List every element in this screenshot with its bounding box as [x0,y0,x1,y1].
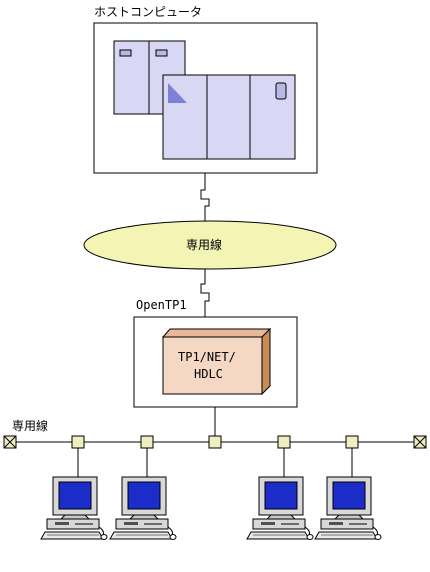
bus-node [277,435,291,449]
module-label-line1: TP1/NET/ [178,350,236,364]
lan-label: 専用線 [12,419,49,433]
line-host-to-network [200,173,210,222]
bus-node [71,435,85,449]
bus-node [140,435,154,449]
tp1-net-hdlc-module [161,327,272,396]
module-label-line2: HDLC [194,367,223,381]
terminal-computer-icon [246,476,314,540]
network-label: 専用線 [186,238,223,252]
line-network-to-gateway [200,269,210,317]
opentp1-label: OpenTP1 [136,298,187,312]
host-computer-label: ホストコンピュータ [94,5,203,19]
terminator-left [3,435,17,449]
terminal-computer-icon [109,476,177,540]
terminator-right [413,435,427,449]
bus-node [208,435,222,449]
bus-node [345,435,359,449]
mainframe-icon [113,40,296,160]
terminal-computer-icon [314,476,382,540]
network-ellipse [83,220,337,270]
terminal-computer-icon [40,476,108,540]
